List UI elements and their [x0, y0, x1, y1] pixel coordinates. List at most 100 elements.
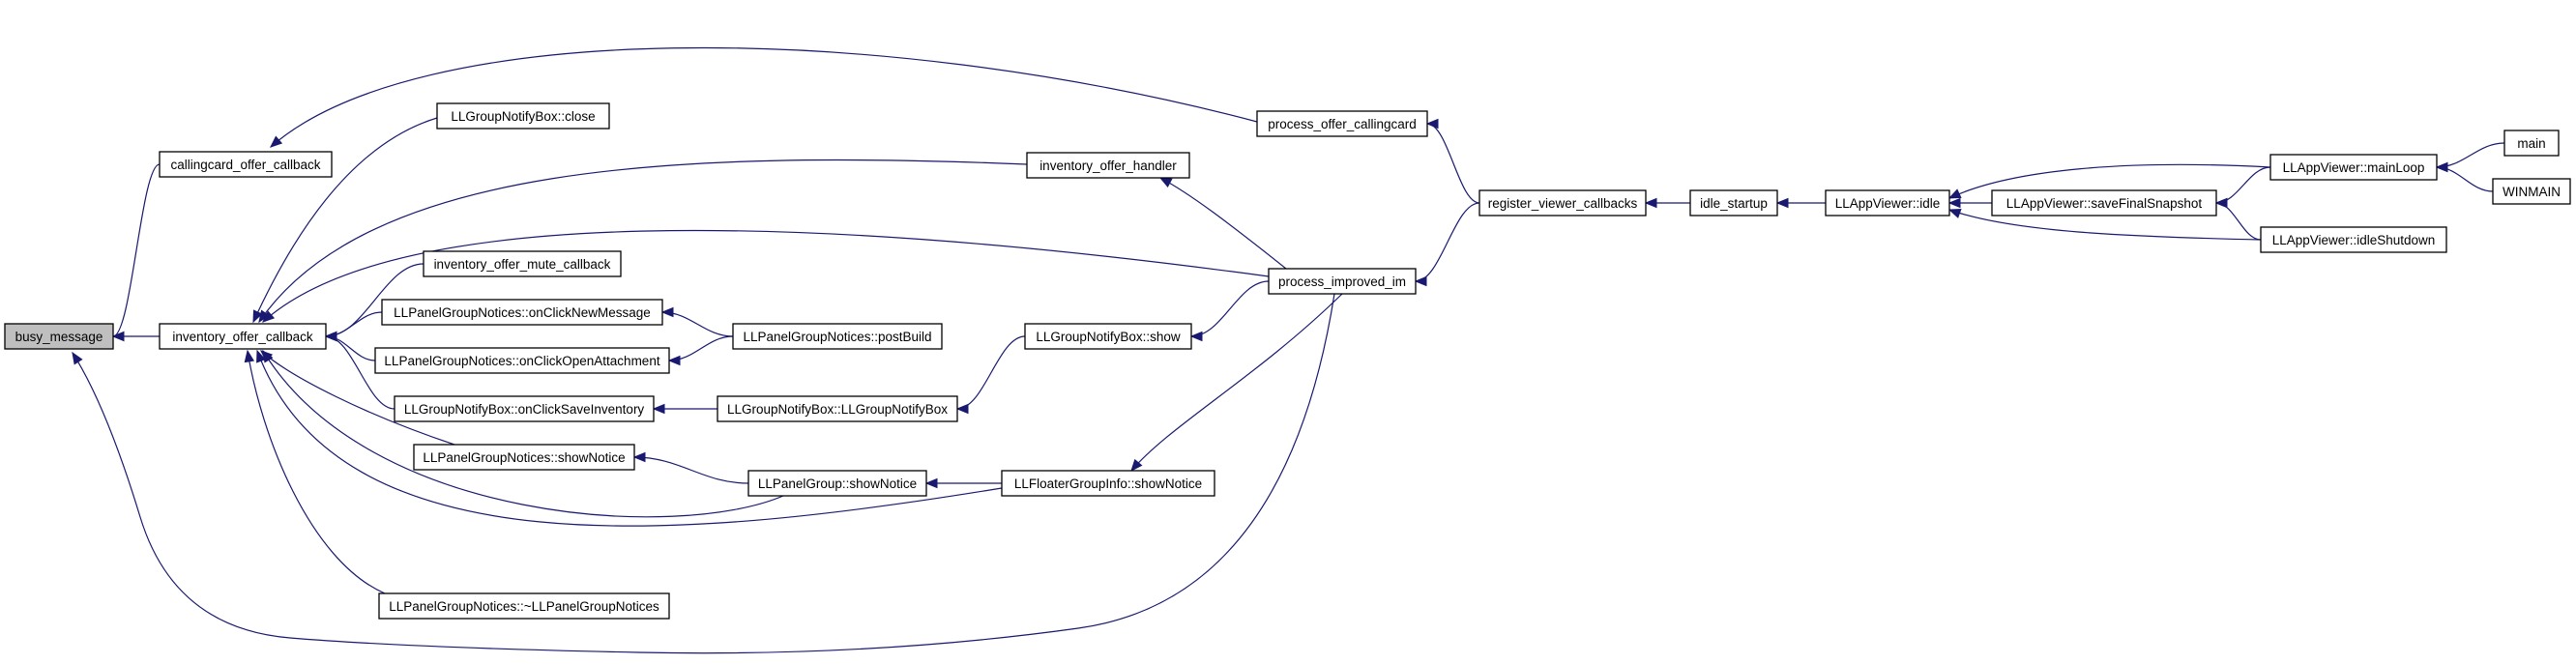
- arrowhead-icon: [1644, 197, 1657, 209]
- node-process_improved_im[interactable]: process_improved_im: [1268, 268, 1417, 295]
- node-label: inventory_offer_mute_callback: [434, 257, 611, 272]
- node-main[interactable]: main: [2503, 130, 2560, 157]
- edge-line: [2215, 202, 2262, 241]
- edge-line: [262, 350, 784, 518]
- node-box: [1256, 110, 1428, 137]
- node-label: LLFloaterGroupInfo::showNotice: [1014, 476, 1202, 491]
- arrowhead-icon: [252, 309, 263, 324]
- edge-inventory_offer_callback-to-busy_message: [111, 331, 160, 342]
- node-label: LLGroupNotifyBox::show: [1036, 330, 1181, 344]
- node-label: LLPanelGroupNotices::postBuild: [743, 330, 931, 344]
- edge-idle_startup-to-register_viewer_callbacks: [1644, 197, 1691, 209]
- node-label: LLPanelGroupNotices::onClickNewMessage: [394, 305, 651, 320]
- node-box: [1825, 189, 1950, 217]
- node-onClickOpenAttachment[interactable]: LLPanelGroupNotices::onClickOpenAttachme…: [374, 347, 670, 374]
- node-LLAppViewer_idle[interactable]: LLAppViewer::idle: [1825, 189, 1950, 217]
- arrowhead-icon: [1189, 331, 1203, 342]
- edge-postBuild-to-onClickOpenAttachment: [667, 335, 734, 366]
- node-label: inventory_offer_callback: [172, 330, 313, 344]
- node-box: [381, 299, 663, 326]
- node-label: LLPanelGroupNotices::showNotice: [423, 450, 625, 465]
- node-box: [1001, 470, 1215, 497]
- node-FGI_showNotice[interactable]: LLFloaterGroupInfo::showNotice: [1001, 470, 1215, 497]
- arrowhead-icon: [955, 403, 969, 415]
- node-idle_startup[interactable]: idle_startup: [1689, 189, 1778, 217]
- node-label: idle_startup: [1700, 196, 1768, 211]
- edge-LLGroupNotifyBox_close-to-inventory_offer_callback: [252, 117, 438, 324]
- node-mainLoop[interactable]: LLAppViewer::mainLoop: [2269, 154, 2438, 181]
- node-saveFinalSnapshot[interactable]: LLAppViewer::saveFinalSnapshot: [1991, 189, 2217, 217]
- node-WINMAIN[interactable]: WINMAIN: [2492, 178, 2571, 205]
- edge-line: [1159, 177, 1287, 270]
- node-register_viewer_callbacks[interactable]: register_viewer_callbacks: [1478, 189, 1647, 217]
- edge-FGI_showNotice-to-inventory_offer_callback: [256, 349, 1003, 527]
- node-label: LLAppViewer::idleShutdown: [2272, 233, 2436, 247]
- node-LLGroupNotifyBox_close[interactable]: LLGroupNotifyBox::close: [436, 102, 610, 130]
- arrowhead-icon: [1414, 275, 1427, 287]
- arrowhead-icon: [1775, 197, 1789, 209]
- node-label: WINMAIN: [2503, 185, 2561, 199]
- node-PGN_showNotice[interactable]: LLPanelGroupNotices::showNotice: [413, 444, 635, 471]
- node-box: [2269, 154, 2438, 181]
- node-postBuild[interactable]: LLPanelGroupNotices::postBuild: [732, 323, 943, 350]
- node-box: [374, 347, 670, 374]
- node-idleShutdown[interactable]: LLAppViewer::idleShutdown: [2260, 226, 2447, 253]
- node-PGN_dtor[interactable]: LLPanelGroupNotices::~LLPanelGroupNotice…: [378, 592, 670, 620]
- edge-register_viewer_callbacks-to-process_offer_callingcard: [1425, 118, 1480, 204]
- node-LLGroupNotifyBox_show[interactable]: LLGroupNotifyBox::show: [1024, 323, 1192, 350]
- edge-idleShutdown-to-LLAppViewer_idle: [1947, 208, 2262, 241]
- edge-line: [260, 350, 455, 446]
- edge-line: [633, 456, 749, 484]
- edge-line: [1190, 280, 1270, 337]
- arrowhead-icon: [1158, 177, 1173, 188]
- edge-line: [72, 293, 1335, 654]
- edge-idleShutdown-to-saveFinalSnapshot: [2214, 197, 2262, 241]
- node-box: [436, 102, 610, 130]
- node-label: LLGroupNotifyBox::close: [451, 109, 595, 124]
- node-box: [1268, 268, 1417, 295]
- node-label: LLGroupNotifyBox::LLGroupNotifyBox: [727, 402, 948, 417]
- arrowhead-icon: [1947, 208, 1962, 218]
- edge-PGN_dtor-to-inventory_offer_callback: [244, 349, 386, 594]
- node-label: process_offer_callingcard: [1268, 117, 1417, 131]
- edge-line: [1130, 293, 1343, 472]
- node-label: busy_message: [15, 330, 103, 344]
- node-label: LLPanelGroup::showNotice: [758, 476, 917, 491]
- node-PG_showNotice[interactable]: LLPanelGroup::showNotice: [747, 470, 927, 497]
- node-box: [1689, 189, 1778, 217]
- node-process_offer_callingcard[interactable]: process_offer_callingcard: [1256, 110, 1428, 137]
- node-inventory_offer_callback[interactable]: inventory_offer_callback: [159, 323, 327, 350]
- node-box: [2492, 178, 2571, 205]
- arrowhead-icon: [1947, 188, 1962, 199]
- node-box: [394, 395, 655, 422]
- node-label: process_improved_im: [1278, 274, 1406, 289]
- node-box: [1026, 152, 1190, 179]
- edge-process_improved_im-to-LLGroupNotifyBox_show: [1189, 280, 1270, 342]
- edge-register_viewer_callbacks-to-process_improved_im: [1414, 202, 1480, 287]
- node-box: [1024, 323, 1192, 350]
- node-busy_message[interactable]: busy_message: [4, 323, 114, 350]
- node-box: [159, 323, 327, 350]
- node-callingcard_offer_callback[interactable]: callingcard_offer_callback: [159, 151, 333, 178]
- arrowhead-icon: [72, 351, 83, 365]
- edge-line: [252, 117, 438, 323]
- node-inventory_offer_handler[interactable]: inventory_offer_handler: [1026, 152, 1190, 179]
- node-label: LLAppViewer::idle: [1835, 196, 1941, 211]
- arrowhead-icon: [1947, 197, 1961, 209]
- arrowhead-icon: [270, 135, 283, 148]
- arrowhead-icon: [1130, 458, 1143, 473]
- edge-callingcard_offer_callback-to-busy_message: [111, 163, 161, 342]
- node-label: LLGroupNotifyBox::onClickSaveInventory: [404, 402, 645, 417]
- arrowhead-icon: [1425, 118, 1439, 130]
- node-label: LLAppViewer::saveFinalSnapshot: [2006, 196, 2203, 211]
- node-onClickSaveInventory[interactable]: LLGroupNotifyBox::onClickSaveInventory: [394, 395, 655, 422]
- node-onClickNewMessage[interactable]: LLPanelGroupNotices::onClickNewMessage: [381, 299, 663, 326]
- edge-line: [258, 159, 1028, 323]
- node-inventory_offer_mute_callback[interactable]: inventory_offer_mute_callback: [423, 250, 622, 277]
- node-box: [159, 151, 333, 178]
- node-LLGroupNotifyBox_ctor[interactable]: LLGroupNotifyBox::LLGroupNotifyBox: [717, 395, 958, 422]
- edge-line: [2215, 166, 2271, 204]
- arrowhead-icon: [667, 355, 681, 366]
- node-box: [1478, 189, 1647, 217]
